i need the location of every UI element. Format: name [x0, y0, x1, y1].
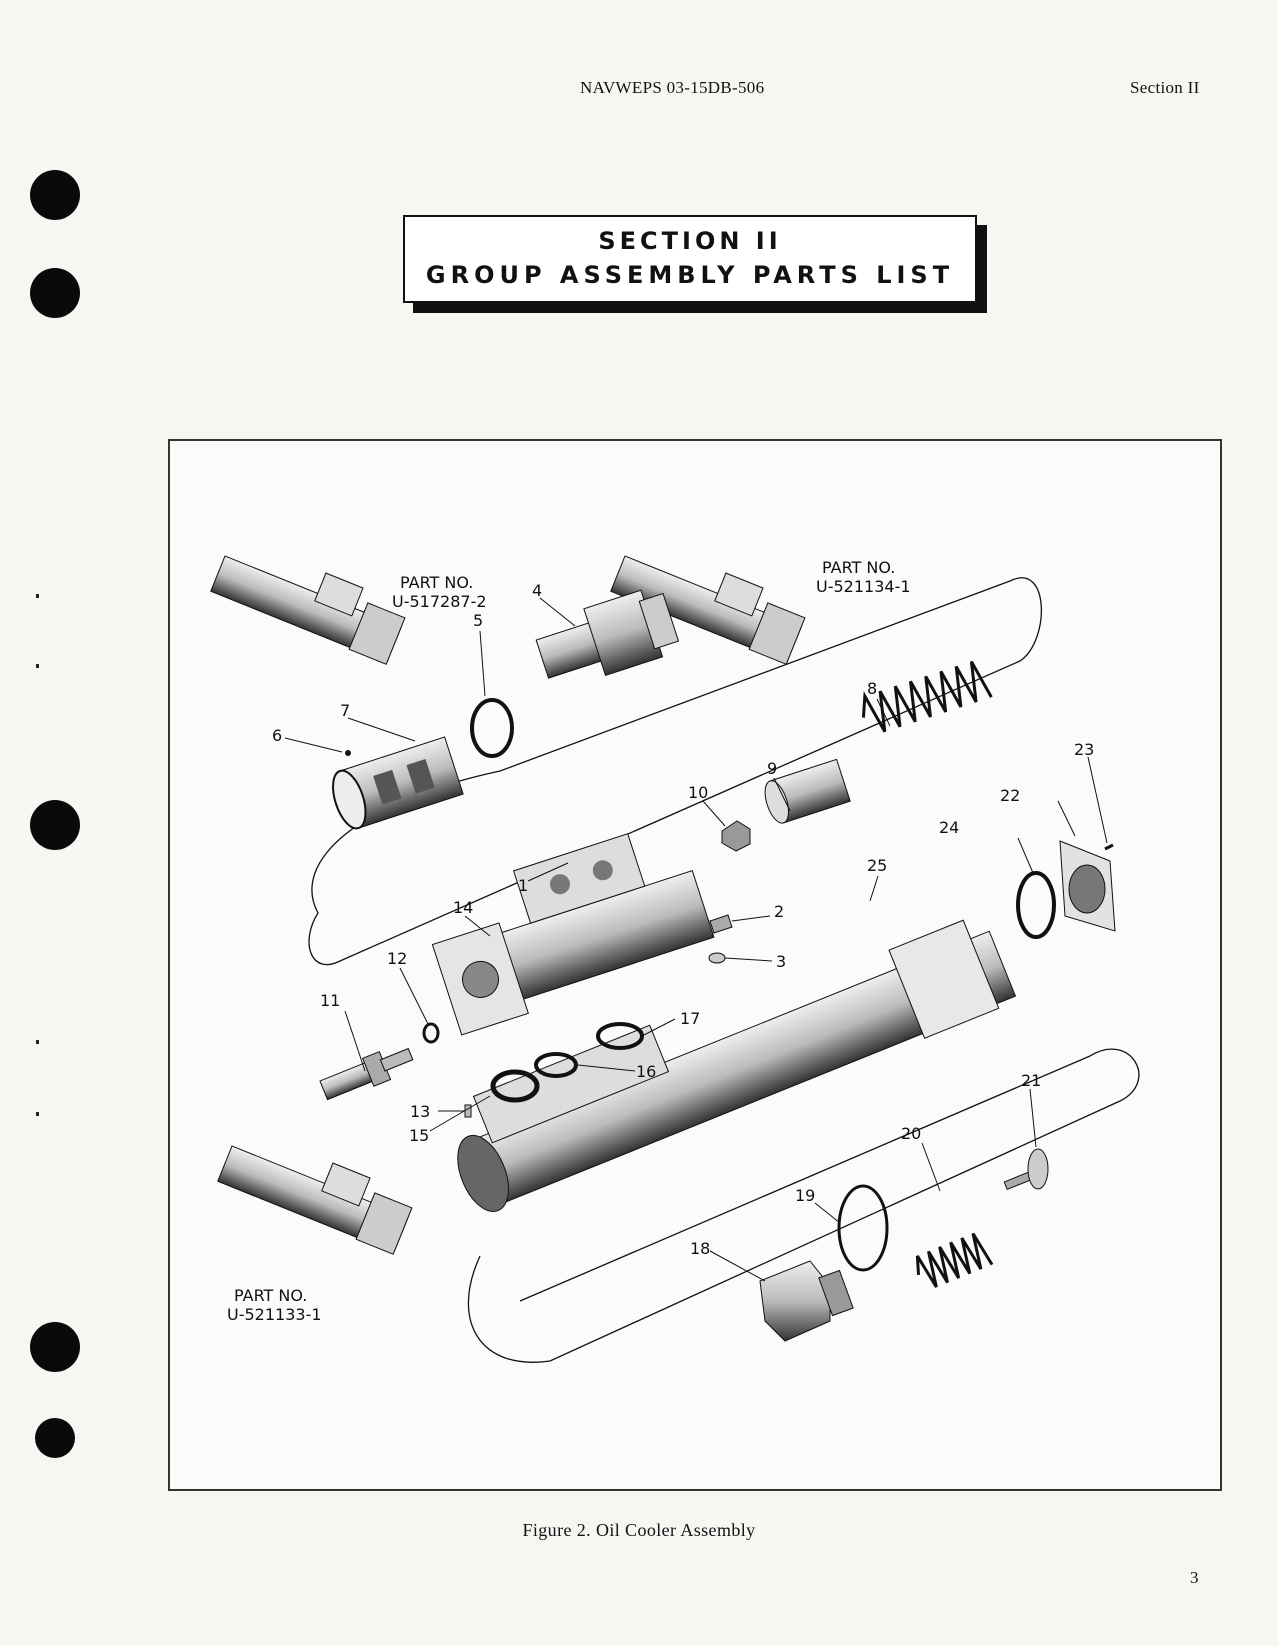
callout-15: 15 [409, 1126, 429, 1145]
callout-7: 7 [340, 701, 350, 720]
binder-hole [30, 268, 80, 318]
part-8-spring [861, 660, 993, 733]
callout-25: 25 [867, 856, 887, 875]
assembly-thumbnail-u521133 [217, 1145, 413, 1255]
figure-caption: Figure 2. Oil Cooler Assembly [522, 1520, 756, 1540]
callout-23: 23 [1074, 740, 1094, 759]
part-16-o-ring [534, 1052, 578, 1078]
callout-21: 21 [1021, 1071, 1041, 1090]
margin-mark [36, 594, 39, 598]
binder-hole [35, 1418, 75, 1458]
part-22-cover-plate [1059, 840, 1116, 932]
exploded-view-drawing: PART NO. U-517287-2 PART NO. U-521134-1 … [210, 555, 1140, 1363]
part-19-o-ring [837, 1184, 889, 1272]
callout-18: 18 [690, 1239, 710, 1258]
callout-3: 3 [776, 952, 786, 971]
callout-20: 20 [901, 1124, 921, 1143]
callout-13: 13 [410, 1102, 430, 1121]
part-label-number: U-517287-2 [392, 592, 487, 611]
part-23-screw [1104, 843, 1114, 851]
binder-hole [30, 800, 80, 850]
callout-5: 5 [473, 611, 483, 630]
page-number: 3 [1190, 1568, 1199, 1587]
part-label-number: U-521133-1 [227, 1305, 322, 1324]
callout-24: 24 [939, 818, 959, 837]
part-label-title: PART NO. [400, 573, 473, 592]
part-9-cage [764, 758, 851, 824]
binder-hole [30, 170, 80, 220]
part-label-u517287: PART NO. U-517287-2 [392, 573, 487, 611]
callout-17: 17 [680, 1009, 700, 1028]
callout-9: 9 [767, 759, 777, 778]
callout-16: 16 [636, 1062, 656, 1081]
margin-mark [36, 1040, 39, 1044]
assembly-group-loop-lower [467, 1048, 1140, 1363]
section-title-box: SECTION II GROUP ASSEMBLY PARTS LIST [403, 215, 977, 303]
part-12-o-ring [422, 1022, 440, 1044]
part-11-stem [319, 1047, 414, 1101]
part-label-number: U-521134-1 [816, 577, 911, 596]
leader-lines [284, 597, 1108, 1282]
figure-frame: PART NO. U-517287-2 PART NO. U-521134-1 … [168, 439, 1222, 1491]
part-7-valve-cage [332, 736, 464, 830]
callout-10: 10 [688, 783, 708, 802]
part-label-title: PART NO. [822, 558, 895, 577]
callout-19: 19 [795, 1186, 815, 1205]
callout-11: 11 [320, 991, 340, 1010]
section-label: Section II [1130, 78, 1200, 97]
section-title: SECTION II [598, 227, 782, 255]
assembly-thumbnail-u517287 [210, 555, 406, 665]
assembly-thumbnail-u521134 [610, 555, 806, 665]
callout-12: 12 [387, 949, 407, 968]
margin-mark [36, 1112, 39, 1116]
callout-6: 6 [272, 726, 282, 745]
section-subtitle: GROUP ASSEMBLY PARTS LIST [425, 261, 955, 289]
part-5-o-ring [470, 698, 514, 758]
callout-4: 4 [532, 581, 542, 600]
part-4-fitting [535, 589, 680, 679]
part-21-valve [1003, 1148, 1049, 1191]
part-24-o-ring [1016, 871, 1056, 939]
part-label-u521133: PART NO. U-521133-1 [227, 1286, 322, 1324]
part-18-plug [759, 1260, 854, 1342]
part-label-title: PART NO. [234, 1286, 307, 1305]
part-25-main-body [457, 919, 1017, 1212]
part-2-bolt [709, 914, 733, 934]
part-10-nut [721, 820, 751, 852]
callout-1: 1 [518, 876, 528, 895]
part-label-u521134: PART NO. U-521134-1 [816, 558, 911, 596]
assembly-group-loop-upper [308, 577, 1043, 966]
document-number: NAVWEPS 03-15DB-506 [580, 78, 765, 97]
part-20-spring [915, 1232, 994, 1288]
callout-8: 8 [867, 679, 877, 698]
callout-2: 2 [774, 902, 784, 921]
callout-22: 22 [1000, 786, 1020, 805]
part-14-housing [431, 833, 715, 1036]
margin-mark [36, 664, 39, 668]
part-3-washer [708, 952, 726, 964]
part-15-gasket [490, 1069, 540, 1103]
part-13-pin [464, 1104, 472, 1118]
binder-hole [30, 1322, 80, 1372]
callout-14: 14 [453, 898, 473, 917]
part-6-pin [345, 750, 351, 756]
